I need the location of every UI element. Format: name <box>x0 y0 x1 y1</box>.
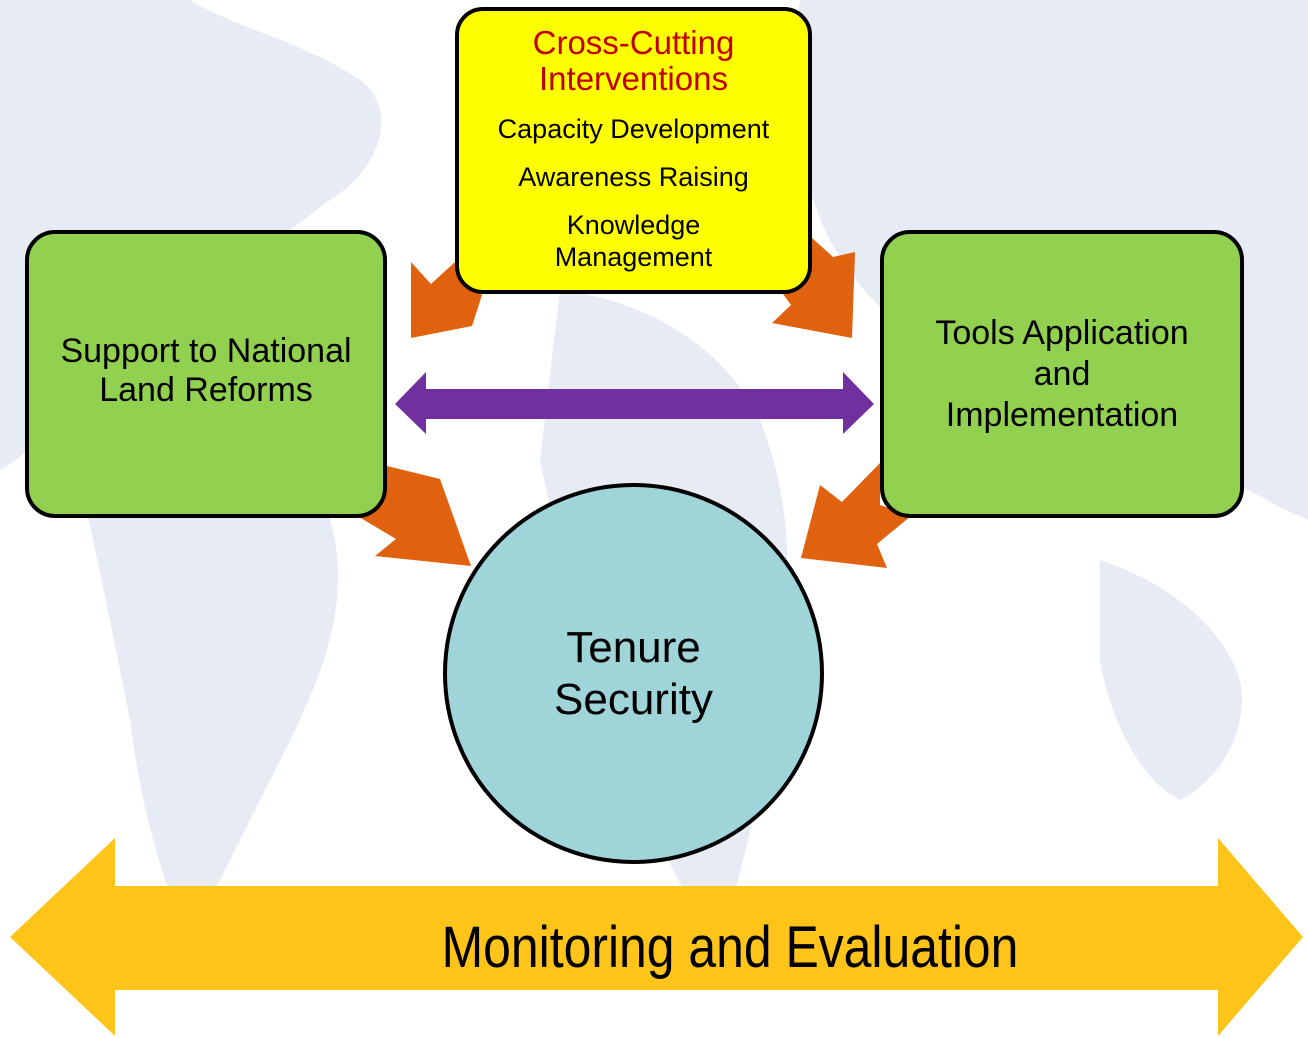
cross-cutting-title: Cross-Cutting Interventions <box>532 24 735 97</box>
capacity-development-label: Capacity Development <box>497 114 770 144</box>
cross-cutting-box: Cross-Cutting Interventions Capacity Dev… <box>455 7 812 294</box>
monitoring-double-arrow <box>10 838 1303 1036</box>
orange-arrow-cross-to-right <box>772 238 855 338</box>
national-land-reforms-label: Support to National Land Reforms <box>60 332 352 409</box>
awareness-raising-label: Awareness Raising <box>518 162 749 192</box>
knowledge-management-label: Knowledge Management <box>554 210 713 272</box>
orange-arrow-left-to-center <box>359 465 471 566</box>
tenure-security-label: Tenure Security <box>554 622 713 724</box>
tools-application-box: Tools Application and Implementation <box>880 230 1244 518</box>
tools-application-label: Tools Application and Implementation <box>935 313 1189 434</box>
monitoring-evaluation-label: Monitoring and Evaluation <box>441 914 1019 980</box>
purple-double-arrow <box>395 372 874 434</box>
orange-arrow-right-to-center <box>801 463 911 568</box>
tenure-security-circle: Tenure Security <box>443 483 824 864</box>
national-land-reforms-box: Support to National Land Reforms <box>25 230 387 518</box>
